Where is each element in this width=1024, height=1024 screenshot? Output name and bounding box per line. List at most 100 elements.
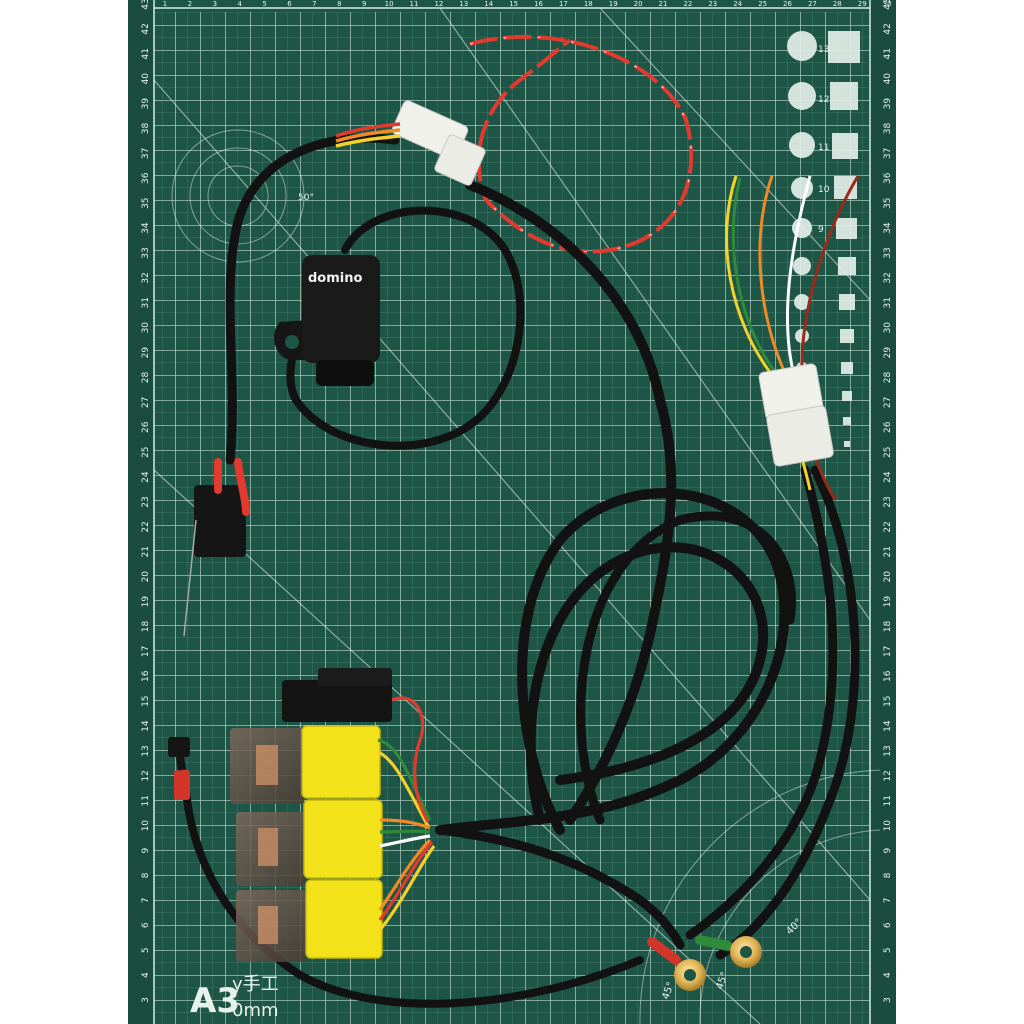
- ruler-number: 43: [883, 0, 893, 10]
- red-signal-wire: [469, 35, 694, 254]
- ruler-number: 31: [141, 297, 151, 308]
- ruler-number: 25: [141, 446, 151, 457]
- ruler-number-top: 25: [758, 0, 767, 8]
- ruler-number: 18: [141, 621, 151, 633]
- ruler-number: 35: [883, 197, 893, 208]
- ruler-number: 22: [141, 521, 151, 532]
- ruler-number-top: 24: [733, 0, 742, 8]
- ruler-number-top: 30: [883, 0, 892, 8]
- ruler-number: 35: [141, 197, 151, 208]
- ruler-number: 3: [883, 997, 893, 1003]
- ruler-number: 38: [141, 123, 151, 135]
- ruler-number: 34: [883, 222, 893, 234]
- angle-label-4: 50°: [298, 193, 314, 203]
- mat-left-ruler: [128, 0, 154, 1024]
- ruler-number: 28: [141, 372, 151, 384]
- ruler-number: 20: [883, 571, 893, 583]
- ruler-number: 13: [883, 745, 893, 756]
- ruler-number-top: 5: [262, 0, 266, 8]
- ruler-number: 7: [883, 898, 893, 904]
- ruler-number: 32: [883, 272, 893, 283]
- ruler-number-top: 10: [385, 0, 394, 8]
- circle-template-numbers: 13 12 11 10 9: [818, 45, 830, 235]
- ruler-number-top: 19: [609, 0, 618, 8]
- ruler-number: 32: [141, 272, 151, 283]
- ruler-number: 31: [883, 297, 893, 308]
- ruler-number: 40: [141, 73, 151, 85]
- ruler-number-top: 26: [783, 0, 792, 8]
- relay-block: [230, 668, 392, 962]
- black-cables: [181, 133, 860, 1008]
- ruler-number-top: 11: [410, 0, 419, 8]
- ruler-number-top: 18: [584, 0, 593, 8]
- ruler-number: 25: [883, 446, 893, 457]
- ruler-number: 18: [883, 621, 893, 633]
- ruler-number: 22: [883, 521, 893, 532]
- ruler-number: 16: [883, 670, 893, 682]
- ruler-number: 16: [141, 670, 151, 682]
- svg-text:13: 13: [818, 45, 829, 55]
- svg-text:9: 9: [818, 225, 824, 235]
- ruler-number: 5: [141, 947, 151, 953]
- ruler-number: 13: [141, 745, 151, 756]
- ruler-number: 9: [141, 847, 151, 853]
- ruler-number: 42: [141, 23, 151, 34]
- ruler-number-top: 4: [237, 0, 242, 8]
- ruler-number: 15: [883, 695, 893, 706]
- ruler-number: 36: [883, 172, 893, 184]
- ring-terminal-red: [647, 937, 706, 991]
- top-connector-wires: [335, 122, 401, 148]
- ruler-number: 19: [141, 596, 151, 608]
- ruler-number: 41: [141, 48, 151, 59]
- ring-terminal-green: [695, 935, 762, 968]
- ruler-number: 3: [141, 997, 151, 1003]
- ruler-number: 6: [141, 922, 151, 928]
- microswitch: [183, 458, 250, 637]
- domino-switch: domino: [274, 255, 380, 386]
- mat-size-mark: A3: [190, 981, 240, 1021]
- ruler-number: 26: [883, 421, 893, 433]
- ruler-number-top: 16: [534, 0, 543, 8]
- ruler-number: 33: [883, 247, 893, 258]
- ruler-number-top: 15: [509, 0, 518, 8]
- ruler-number-top: 27: [808, 0, 817, 8]
- ruler-number: 6: [883, 922, 893, 928]
- ruler-number: 9: [883, 847, 893, 853]
- left-ruler-numbers: 3456789101112131415161718192021222324252…: [141, 0, 151, 1003]
- ruler-number: 11: [141, 795, 151, 806]
- ruler-number: 17: [883, 646, 893, 657]
- ruler-number-top: 29: [858, 0, 867, 8]
- ruler-number: 24: [141, 471, 151, 483]
- right-connector-wires: [725, 175, 860, 501]
- small-red-connector: [168, 737, 190, 800]
- ruler-number-top: 17: [559, 0, 568, 8]
- ruler-number: 27: [141, 397, 151, 408]
- ruler-number: 30: [141, 322, 151, 334]
- ruler-number: 28: [883, 372, 893, 384]
- mat-corner-text-2: 0mm: [232, 1000, 279, 1021]
- ruler-number: 4: [883, 972, 893, 978]
- ruler-number: 38: [883, 123, 893, 135]
- ruler-number: 12: [883, 770, 893, 781]
- relay-yellow: [301, 725, 383, 959]
- ruler-number: 17: [141, 646, 151, 657]
- ruler-number-top: 7: [312, 0, 316, 8]
- ruler-number: 8: [141, 872, 151, 878]
- ruler-number-top: 13: [459, 0, 468, 8]
- ruler-number: 36: [141, 172, 151, 184]
- ruler-number: 7: [141, 898, 151, 904]
- white-connector-right: [758, 363, 834, 467]
- table-left: [0, 0, 128, 1024]
- ruler-number: 8: [883, 872, 893, 878]
- ruler-number: 39: [883, 98, 893, 110]
- ruler-number: 39: [141, 98, 151, 110]
- ruler-number: 26: [141, 421, 151, 433]
- ruler-number: 23: [883, 496, 893, 507]
- ruler-number: 29: [883, 347, 893, 359]
- table-right: [896, 0, 1024, 1024]
- ruler-number-top: 22: [683, 0, 692, 8]
- relay-wires: [377, 696, 436, 931]
- relay-clear: [230, 728, 306, 962]
